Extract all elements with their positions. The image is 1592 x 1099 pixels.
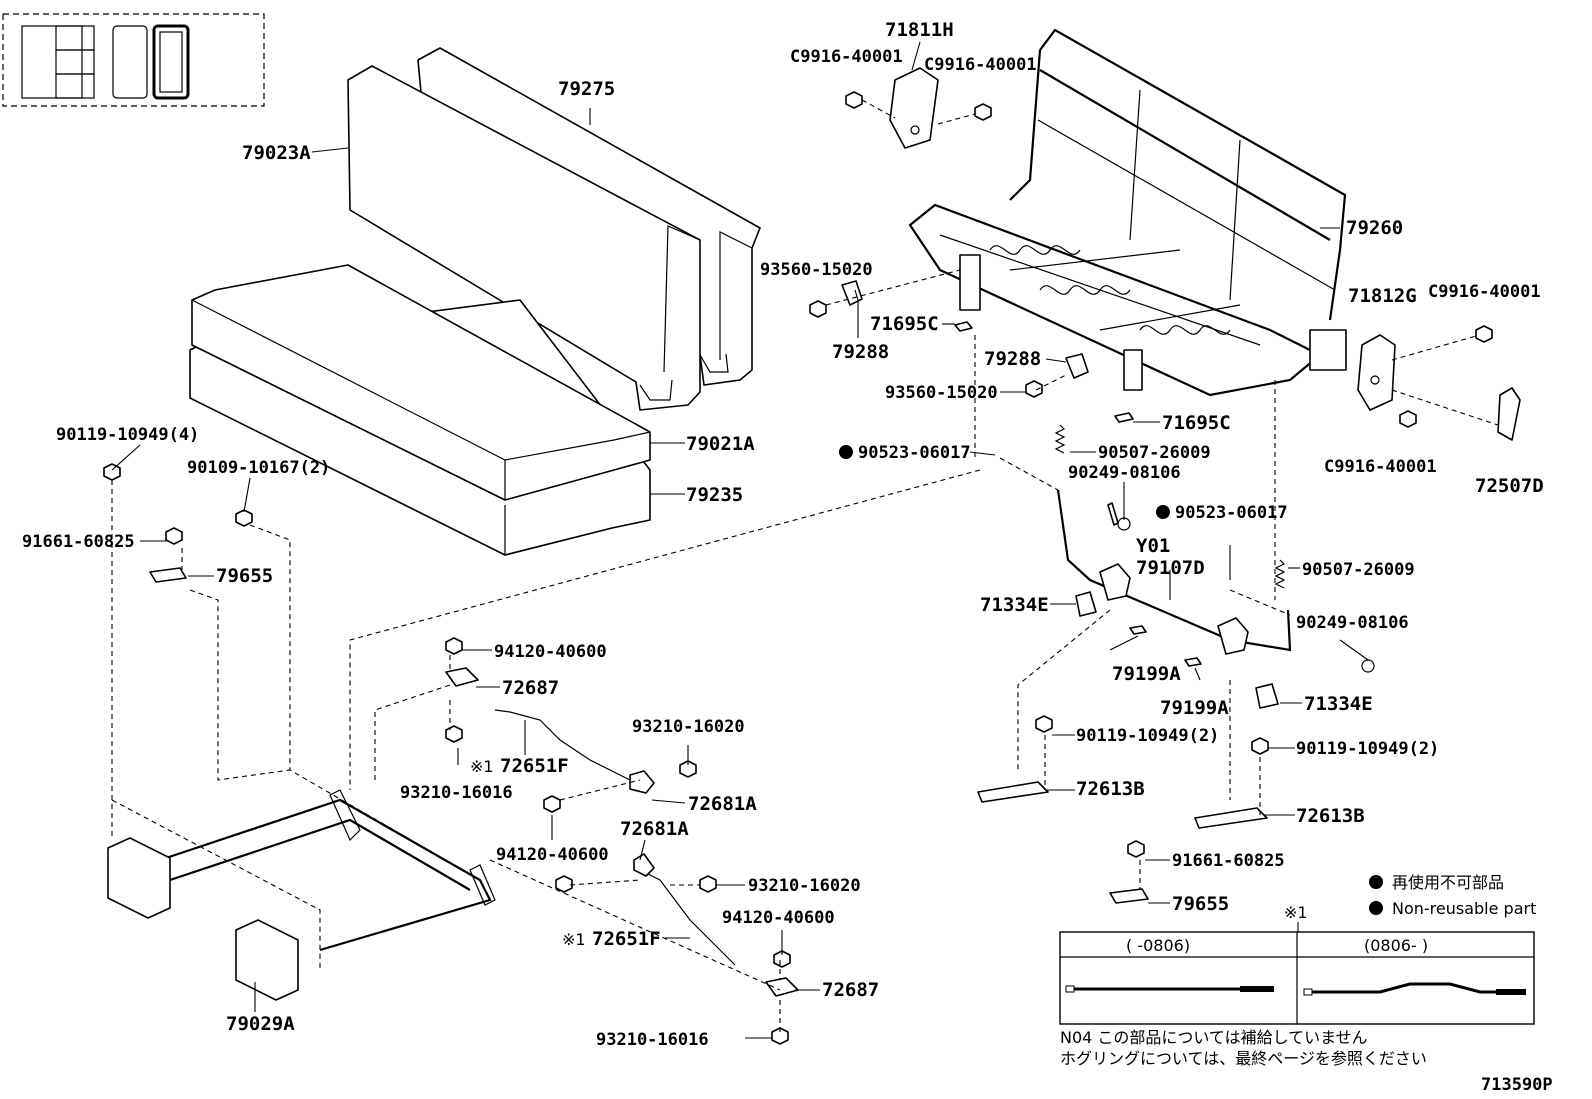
label-93560-15020-a: 93560-15020 — [760, 260, 873, 280]
label-72651F-a: 72651F — [500, 755, 569, 777]
label-79021A: 79021A — [686, 433, 755, 455]
label-71695C-b: 71695C — [1162, 412, 1231, 434]
non-reusable-legend-dot — [1369, 901, 1383, 915]
non-reusable-marker — [1156, 505, 1170, 519]
table-col1-header: ( -0806) — [1126, 936, 1190, 955]
mark-note-2: ※1 — [562, 930, 586, 949]
label-71811H: 71811H — [885, 19, 954, 41]
bracket-71812G — [1357, 334, 1396, 411]
label-90507-26009-a: 90507-26009 — [1098, 443, 1211, 463]
cable-variant-old — [1065, 985, 1274, 993]
variant-table: ( -0806) (0806- ) — [1059, 931, 1535, 1025]
dashed-guide-lines — [111, 99, 1499, 1032]
diagram-id: 713590P — [1481, 1075, 1553, 1095]
non-reusable-marker — [839, 445, 853, 459]
label-90119-10949-2-b: 90119-10949(2) — [1296, 739, 1439, 759]
label-C9916-40001-d: C9916-40001 — [1324, 457, 1437, 477]
label-93210-16020-b: 93210-16020 — [748, 876, 861, 896]
label-79655-b: 79655 — [1172, 893, 1229, 915]
label-91661-60825-b: 91661-60825 — [1172, 851, 1285, 871]
part-labels: 79275 79023A 79021A 79235 71811H C9916-4… — [22, 19, 1544, 1050]
label-72651F-b: 72651F — [592, 928, 661, 950]
label-90109-10167-2: 90109-10167(2) — [187, 458, 330, 478]
footer-notes: N04 この部品については補給していません ホグリングについては、最終ページを参… — [1060, 1028, 1553, 1095]
label-79199A-a: 79199A — [1112, 663, 1181, 685]
label-90523-06017-a: 90523-06017 — [858, 443, 971, 463]
label-72507D: 72507D — [1475, 475, 1544, 497]
label-79275: 79275 — [558, 78, 615, 100]
label-79029A: 79029A — [226, 1013, 295, 1035]
label-71334E-a: 71334E — [980, 594, 1049, 616]
label-93210-16016-b: 93210-16016 — [596, 1030, 709, 1050]
label-C9916-40001-b: C9916-40001 — [924, 55, 1037, 75]
non-reusable-legend-dot — [1369, 875, 1383, 889]
label-71695C-a: 71695C — [870, 313, 939, 335]
table-col2-header: (0806- ) — [1364, 936, 1428, 955]
label-79655-a: 79655 — [216, 565, 273, 587]
legend-jp: 再使用不可部品 — [1392, 873, 1504, 892]
seat-index-thumbnail — [2, 13, 265, 107]
note-line-2: ホグリングについては、最終ページを参照ください — [1060, 1049, 1427, 1068]
mark-note-3: ※1 — [1284, 903, 1308, 922]
label-94120-40600-b: 94120-40600 — [496, 845, 609, 865]
bolt-icons — [103, 91, 1493, 1045]
label-72613B-a: 72613B — [1076, 778, 1145, 800]
label-72681A-a: 72681A — [688, 793, 757, 815]
label-79260: 79260 — [1346, 217, 1403, 239]
label-72687-a: 72687 — [502, 677, 559, 699]
label-94120-40600-a: 94120-40600 — [494, 642, 607, 662]
bracket-71811H — [889, 67, 939, 149]
label-72687-b: 72687 — [822, 979, 879, 1001]
legend-en: Non-reusable part — [1392, 899, 1536, 918]
legend: 再使用不可部品 Non-reusable part ※1 — [1284, 873, 1536, 932]
label-71334E-b: 71334E — [1304, 693, 1373, 715]
label-90507-26009-b: 90507-26009 — [1302, 560, 1415, 580]
label-91661-60825-a: 91661-60825 — [22, 532, 135, 552]
label-90523-06017-b: 90523-06017 — [1175, 503, 1288, 523]
label-71812G: 71812G — [1348, 285, 1417, 307]
label-Y01: Y01 — [1136, 535, 1170, 557]
leader-lines — [111, 41, 1369, 1039]
label-79107D: 79107D — [1136, 557, 1205, 579]
cable-72651F — [494, 709, 736, 966]
label-94120-40600-c: 94120-40600 — [722, 908, 835, 928]
label-90249-08106-a: 90249-08106 — [1068, 463, 1181, 483]
label-79199A-b: 79199A — [1160, 697, 1229, 719]
label-93210-16016-a: 93210-16016 — [400, 783, 513, 803]
mark-note-1: ※1 — [470, 757, 494, 776]
label-93560-15020-b: 93560-15020 — [885, 383, 998, 403]
label-79023A: 79023A — [242, 142, 311, 164]
label-C9916-40001-c: C9916-40001 — [1428, 282, 1541, 302]
cover-72507D — [1497, 387, 1521, 441]
label-90119-10949-2-a: 90119-10949(2) — [1076, 726, 1219, 746]
release-rod-79107D — [1054, 424, 1375, 673]
seatback-cushion-79023A — [347, 65, 701, 411]
note-line-1: N04 この部品については補給していません — [1060, 1028, 1368, 1047]
label-72613B-b: 72613B — [1296, 805, 1365, 827]
seat-cushion-79021A — [191, 264, 651, 501]
small-part-icons — [149, 280, 1279, 997]
label-79288-b: 79288 — [984, 348, 1041, 370]
label-79288-a: 79288 — [832, 341, 889, 363]
label-79235: 79235 — [686, 484, 743, 506]
label-90119-10949-4: 90119-10949(4) — [56, 425, 199, 445]
label-72681A-b: 72681A — [620, 818, 689, 840]
cable-variant-new — [1303, 982, 1526, 996]
label-93210-16020-a: 93210-16020 — [632, 717, 745, 737]
seat-frame-79260 — [908, 28, 1347, 397]
seat-leg-frame — [107, 789, 496, 1001]
label-90249-08106-b: 90249-08106 — [1296, 613, 1409, 633]
label-C9916-40001-a: C9916-40001 — [790, 47, 903, 67]
